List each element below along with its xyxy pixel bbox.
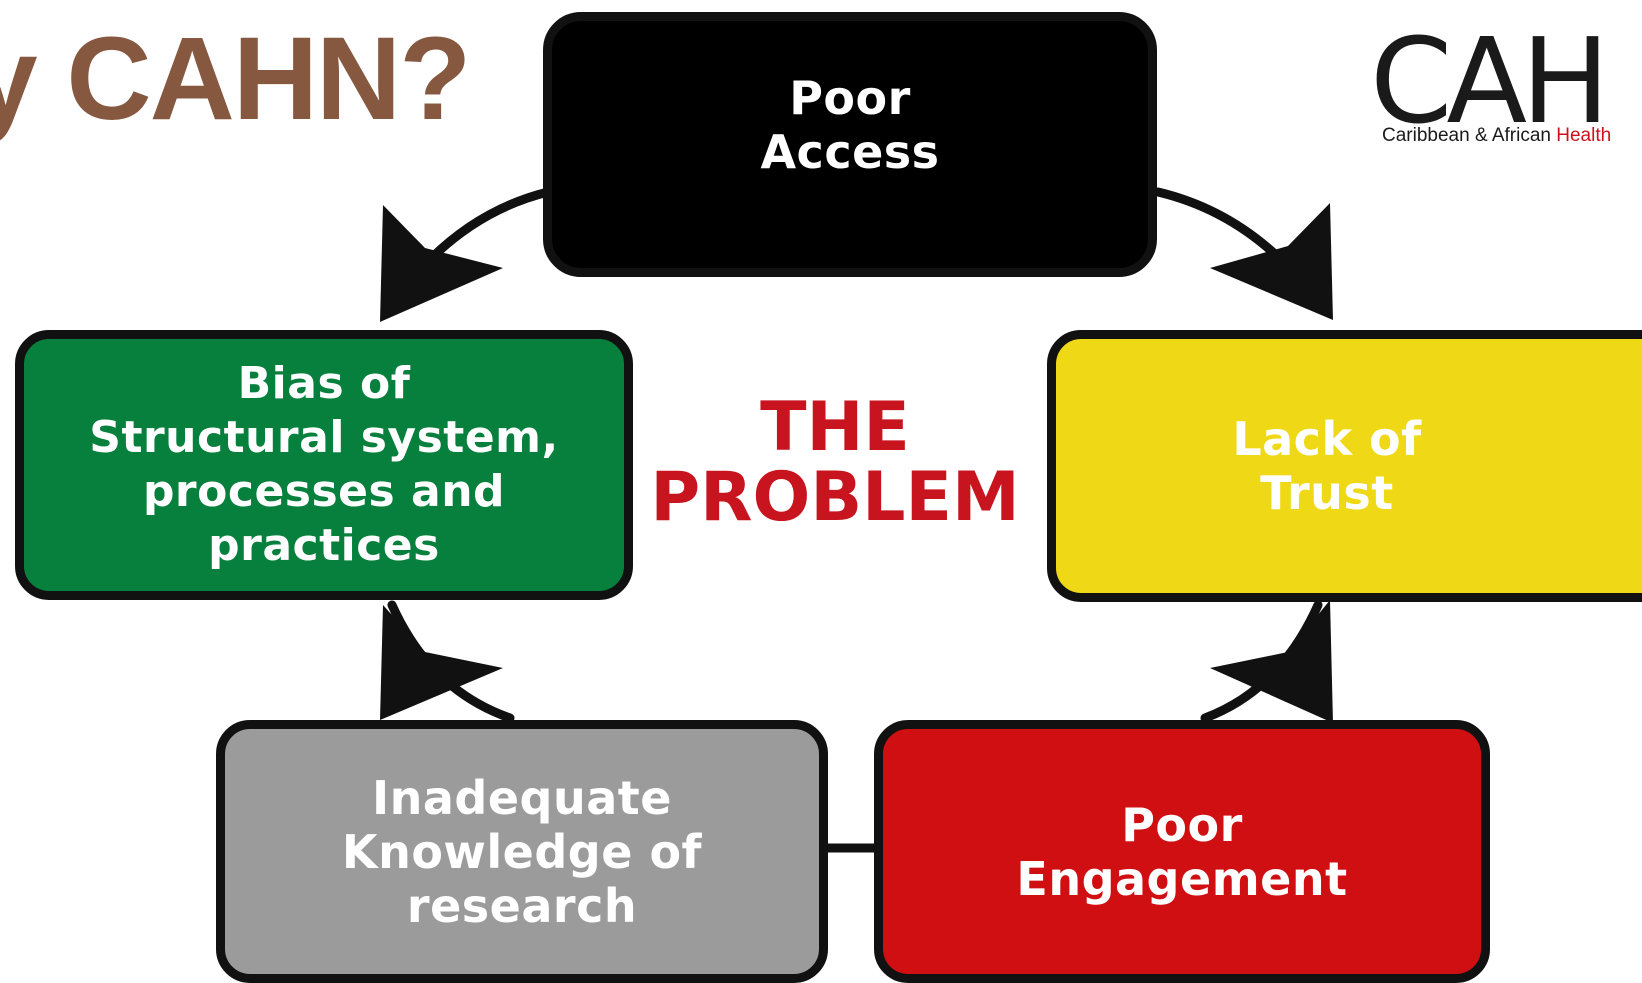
logo-tagline-accent: Health xyxy=(1556,125,1612,146)
slide-title: y CAHN? xyxy=(0,13,471,145)
box-lack-of-trust-label: Lack of Trust xyxy=(1232,412,1422,520)
logo-tagline-text: Caribbean & African xyxy=(1382,125,1557,146)
box-inadequate-knowledge-label: Inadequate Knowledge of research xyxy=(341,770,703,933)
arrowhead-trust-bottom xyxy=(1210,600,1333,723)
arrowhead-bias-bottom xyxy=(380,605,503,720)
center-label-the-problem: THE PROBLEM xyxy=(650,388,1020,537)
arrowhead-bias xyxy=(380,205,503,322)
box-poor-engagement: Poor Engagement xyxy=(874,720,1490,983)
logo-tagline: Caribbean & African Health xyxy=(1382,125,1611,147)
box-poor-access-label: Poor Access xyxy=(760,70,940,179)
logo-wordmark: CAH xyxy=(1370,12,1610,150)
arrowhead-trust xyxy=(1210,203,1333,320)
box-poor-engagement-label: Poor Engagement xyxy=(1016,797,1348,906)
box-structural-bias-label: Bias of Structural system, processes and… xyxy=(89,358,559,571)
box-lack-of-trust: Lack of Trust xyxy=(1047,330,1642,602)
box-poor-access: Poor Access xyxy=(543,12,1157,277)
box-structural-bias: Bias of Structural system, processes and… xyxy=(15,330,633,600)
box-inadequate-knowledge: Inadequate Knowledge of research xyxy=(216,720,828,983)
cahn-logo: CAH Caribbean & African Health xyxy=(1370,12,1642,150)
